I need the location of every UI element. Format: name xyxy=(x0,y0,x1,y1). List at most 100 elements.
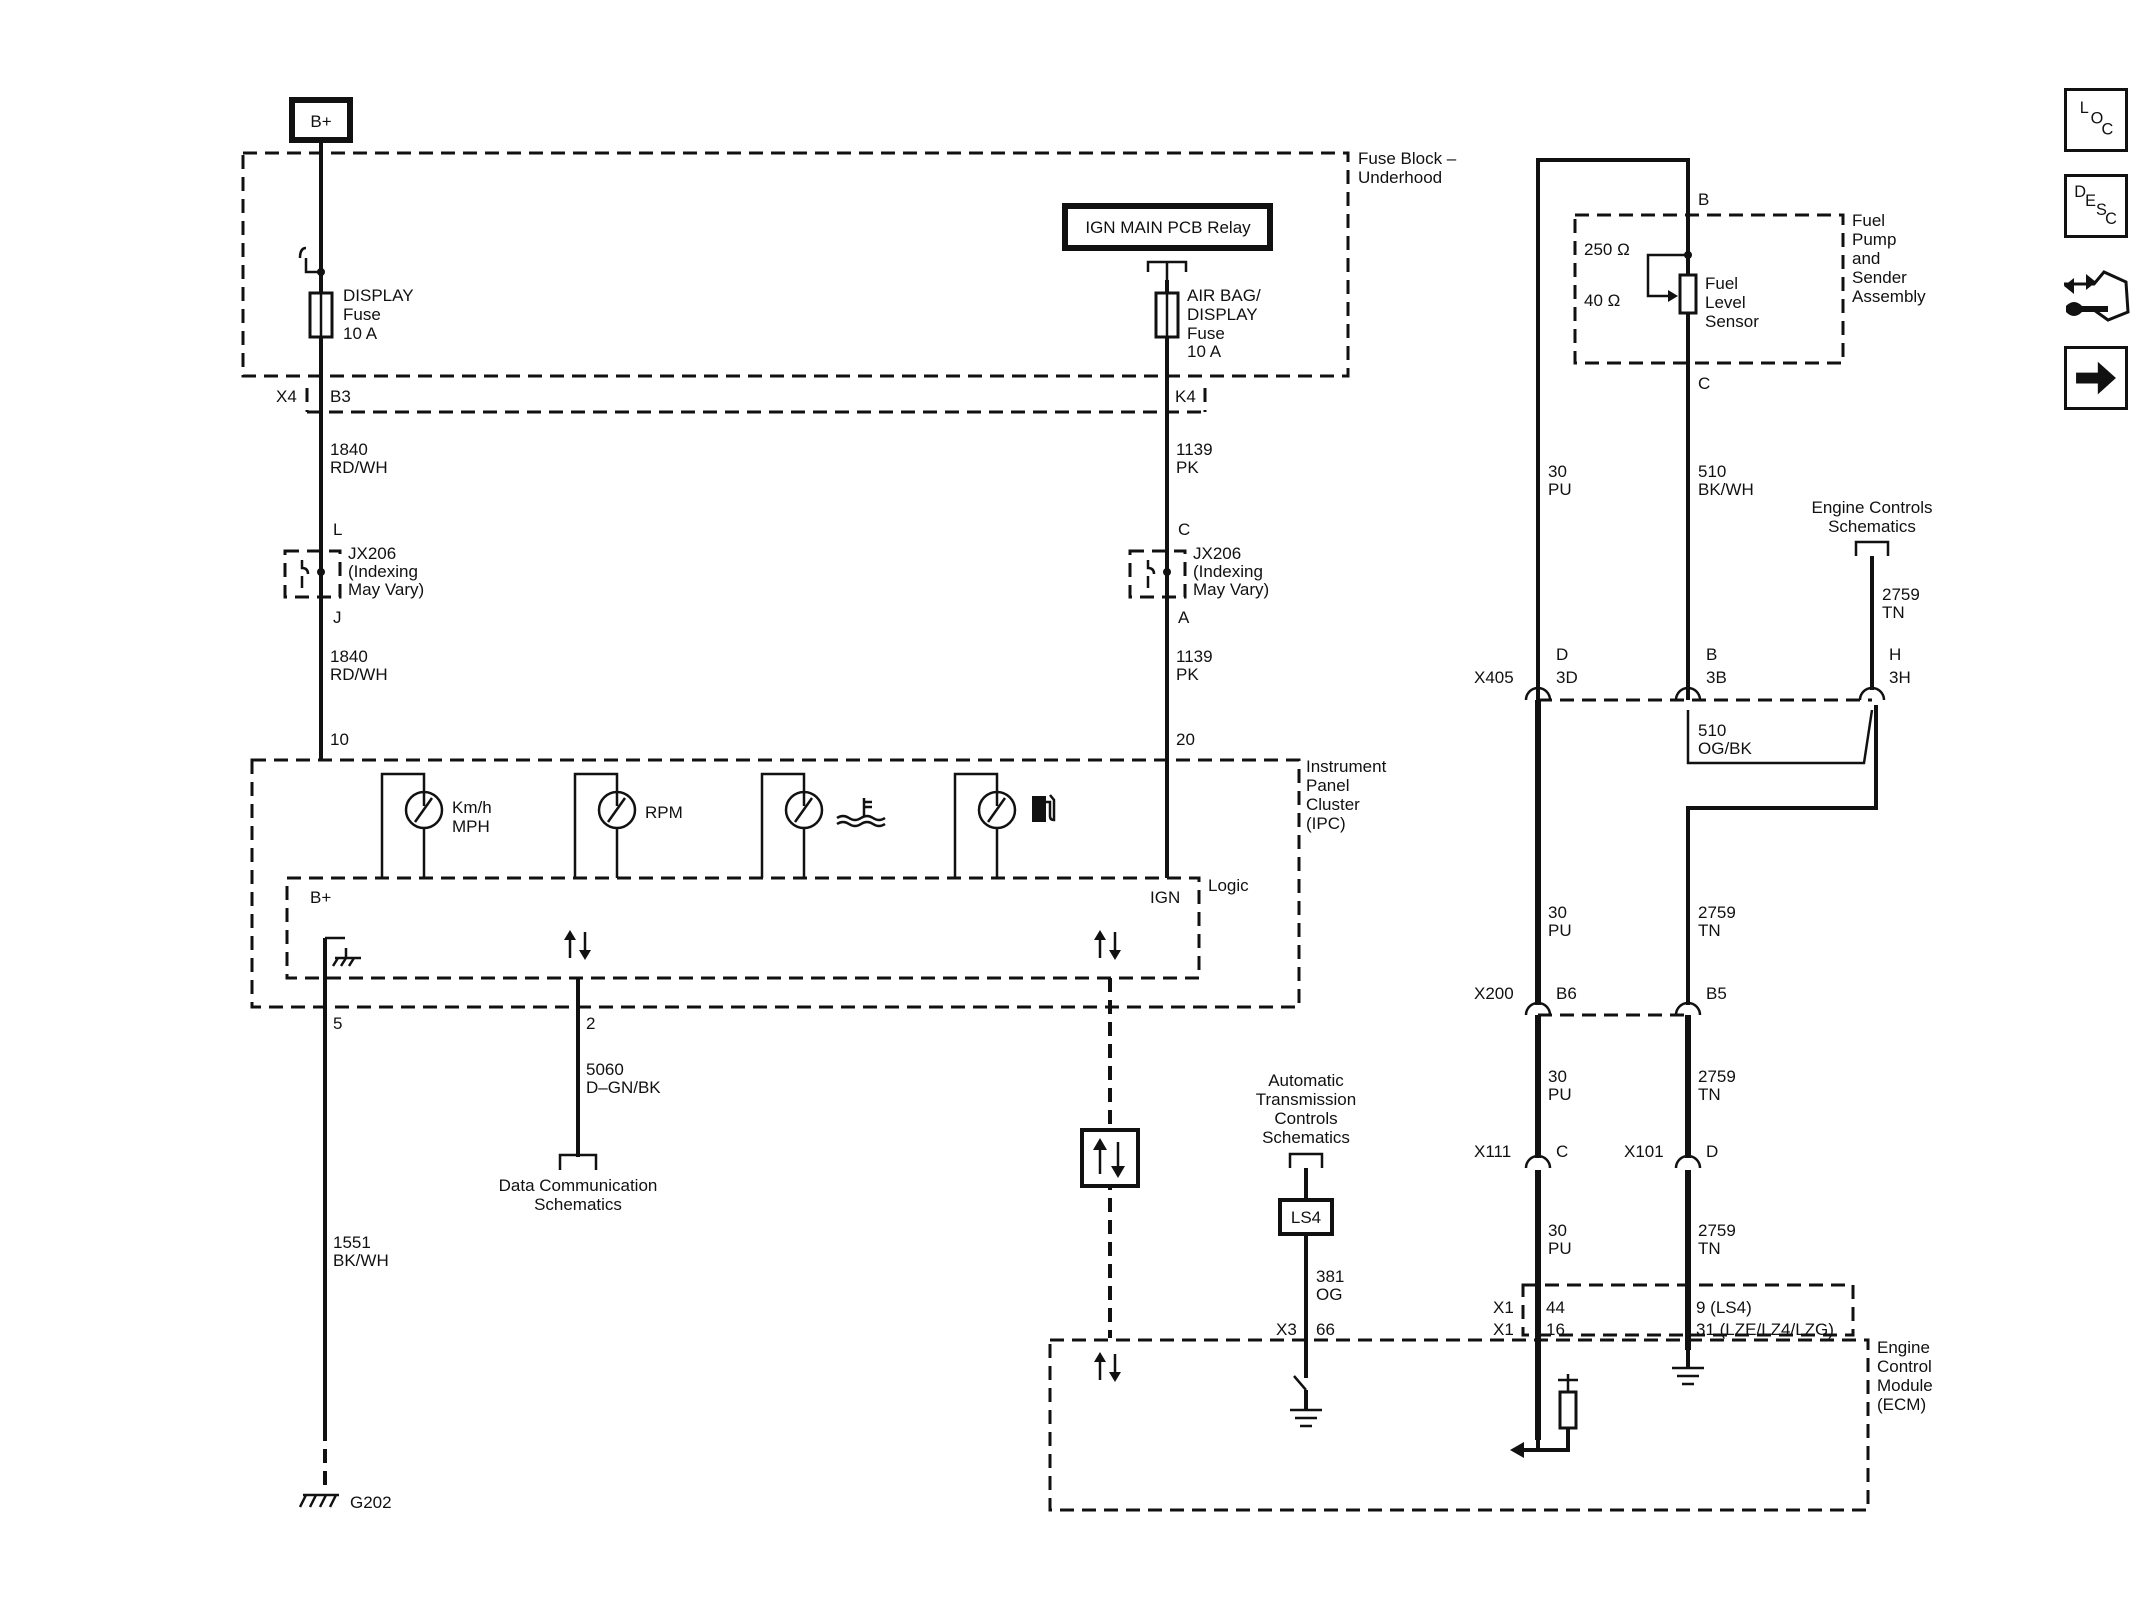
jx206-left xyxy=(283,549,342,599)
wire-381-label: 381 xyxy=(1316,1267,1344,1286)
ipc-outline xyxy=(250,758,1301,1009)
ipc-serial-arrows xyxy=(1094,930,1121,960)
wire-2759-label-2: 2759 xyxy=(1698,903,1736,922)
wire-1139-label-2: 1139 xyxy=(1176,647,1213,666)
x405-pin-3b: 3B xyxy=(1706,668,1727,687)
fuel-pump-label-5: Assembly xyxy=(1852,287,1926,306)
tachometer-gauge xyxy=(573,772,637,878)
ecm-fuel-level-ground xyxy=(1672,1366,1704,1386)
x4-label: X4 xyxy=(276,387,297,406)
busbar-symbol xyxy=(298,246,321,274)
arrow-right-icon xyxy=(2076,361,2116,395)
coolant-temp-icon xyxy=(836,798,886,828)
next-page-button[interactable] xyxy=(2064,346,2128,410)
jx206-left-label-2: (Indexing xyxy=(348,562,418,581)
fuel-sensor-label-2: Level xyxy=(1705,293,1746,312)
ecm-pull-up-resistor xyxy=(1558,1390,1578,1430)
wire-30-color: PU xyxy=(1548,480,1572,499)
data-comm-ref-label-2: Schematics xyxy=(534,1195,622,1214)
fuse-block-outline xyxy=(241,151,1350,378)
wire-1139-color-2: PK xyxy=(1176,665,1199,684)
x111-pin-c: C xyxy=(1556,1142,1568,1161)
desc-letter-c: C xyxy=(2105,210,2117,228)
display-fuse-label: DISPLAY xyxy=(343,286,414,305)
wire-1139-label: 1139 xyxy=(1176,440,1213,459)
wire-381-color: OG xyxy=(1316,1285,1342,1304)
x405-pin-d: D xyxy=(1556,645,1568,664)
fuel-level-sensor xyxy=(1678,273,1698,315)
connector-tool-icon[interactable] xyxy=(2060,260,2132,330)
serial-data-box-arrows xyxy=(1093,1138,1125,1178)
ipc-label-3: Cluster xyxy=(1306,795,1360,814)
x405-pin-3d: 3D xyxy=(1556,668,1578,687)
engine-ref-label: Engine Controls xyxy=(1812,498,1933,517)
jx206-right-contact xyxy=(1146,560,1156,588)
wire-2759-crossover xyxy=(1686,705,1878,1005)
x1-label: X1 xyxy=(1493,1298,1514,1317)
desc-letter-e: E xyxy=(2085,192,2096,210)
engine-ref-bracket xyxy=(1854,540,1890,556)
wire-1139-color: PK xyxy=(1176,458,1199,477)
atc-ref-label: Automatic xyxy=(1268,1071,1344,1090)
ecm-ground-icon xyxy=(1290,1408,1322,1428)
engine-ref-label-2: Schematics xyxy=(1828,517,1916,536)
ipc-logic-outline xyxy=(285,876,1201,980)
x101-pin-d-symbol xyxy=(1674,1154,1702,1169)
ipc-logic-label: Logic xyxy=(1208,876,1249,895)
fuel-pump-icon xyxy=(1032,794,1056,822)
ecm-label-3: Module xyxy=(1877,1376,1933,1395)
atc-ref-bracket xyxy=(1288,1152,1324,1168)
atc-ref-label-4: Schematics xyxy=(1262,1128,1350,1147)
x101-label: X101 xyxy=(1624,1142,1664,1161)
atc-ref-label-3: Controls xyxy=(1274,1109,1337,1128)
fuse-block-label: Fuse Block – xyxy=(1358,149,1457,168)
x111-label: X111 xyxy=(1474,1142,1511,1161)
wire-510b-color: OG/BK xyxy=(1698,739,1753,758)
fuel-sender-wiper-arrow xyxy=(1668,290,1678,302)
airbag-fuse-label-4: 10 A xyxy=(1187,342,1222,361)
ecm-switch-ls4 xyxy=(1293,1375,1307,1391)
wire-30-label-3: 30 xyxy=(1548,1067,1567,1086)
wire-1840-color: RD/WH xyxy=(330,458,388,477)
wire-1840-color-2: RD/WH xyxy=(330,665,388,684)
ecm-outline xyxy=(1048,1338,1870,1512)
pin-20: 20 xyxy=(1176,730,1195,749)
ls4-option-box xyxy=(1278,1198,1334,1236)
x111-pin-c-symbol xyxy=(1524,1154,1552,1169)
wire-2759-color: TN xyxy=(1882,603,1905,622)
display-fuse-label-3: 10 A xyxy=(343,324,378,343)
jx206-right-label: JX206 xyxy=(1193,544,1241,563)
x405-pin-3h: 3H xyxy=(1889,668,1911,687)
x405-label: X405 xyxy=(1474,668,1514,687)
airbag-fuse-label: AIR BAG/ xyxy=(1187,286,1261,305)
location-button[interactable]: L O C xyxy=(2064,88,2128,152)
wire-1551-color: BK/WH xyxy=(333,1251,389,1270)
fuel-pin-c: C xyxy=(1698,374,1710,393)
ign-main-relay-label: IGN MAIN PCB Relay xyxy=(1085,218,1251,237)
x200-pin-b5-symbol xyxy=(1674,1001,1702,1016)
ecm-serial-arrows xyxy=(1094,1352,1121,1382)
fuel-pump-outline xyxy=(1573,213,1845,365)
x405-pin-h: H xyxy=(1889,645,1901,664)
fuel-pump-label-3: and xyxy=(1852,249,1880,268)
battery-label: B+ xyxy=(310,112,331,131)
x1-pin-9: 9 (LS4) xyxy=(1696,1298,1752,1317)
jx206-right xyxy=(1128,549,1187,599)
wire-510-label: 510 xyxy=(1698,462,1726,481)
ecm-supply-arrow xyxy=(1510,1442,1524,1458)
loc-letter-l: L xyxy=(2080,99,2089,117)
wire-5060-color: D–GN/BK xyxy=(586,1078,661,1097)
pin-j: J xyxy=(333,608,342,627)
ipc-bplus-label: B+ xyxy=(310,888,331,907)
wire-30-color-4: PU xyxy=(1548,1239,1572,1258)
x1-connector-outline xyxy=(1521,1283,1855,1337)
x405-pin-h-symbol xyxy=(1858,686,1886,701)
wire-30-label-2: 30 xyxy=(1548,903,1567,922)
chassis-ground-icon xyxy=(331,948,361,967)
description-button[interactable]: D E S C xyxy=(2064,174,2128,238)
x1-pin-16: 16 xyxy=(1546,1320,1565,1339)
airbag-fuse-label-2: DISPLAY xyxy=(1187,305,1258,324)
x200-pin-b6-symbol xyxy=(1524,1001,1552,1016)
fuel-pump-label: Fuel xyxy=(1852,211,1885,230)
